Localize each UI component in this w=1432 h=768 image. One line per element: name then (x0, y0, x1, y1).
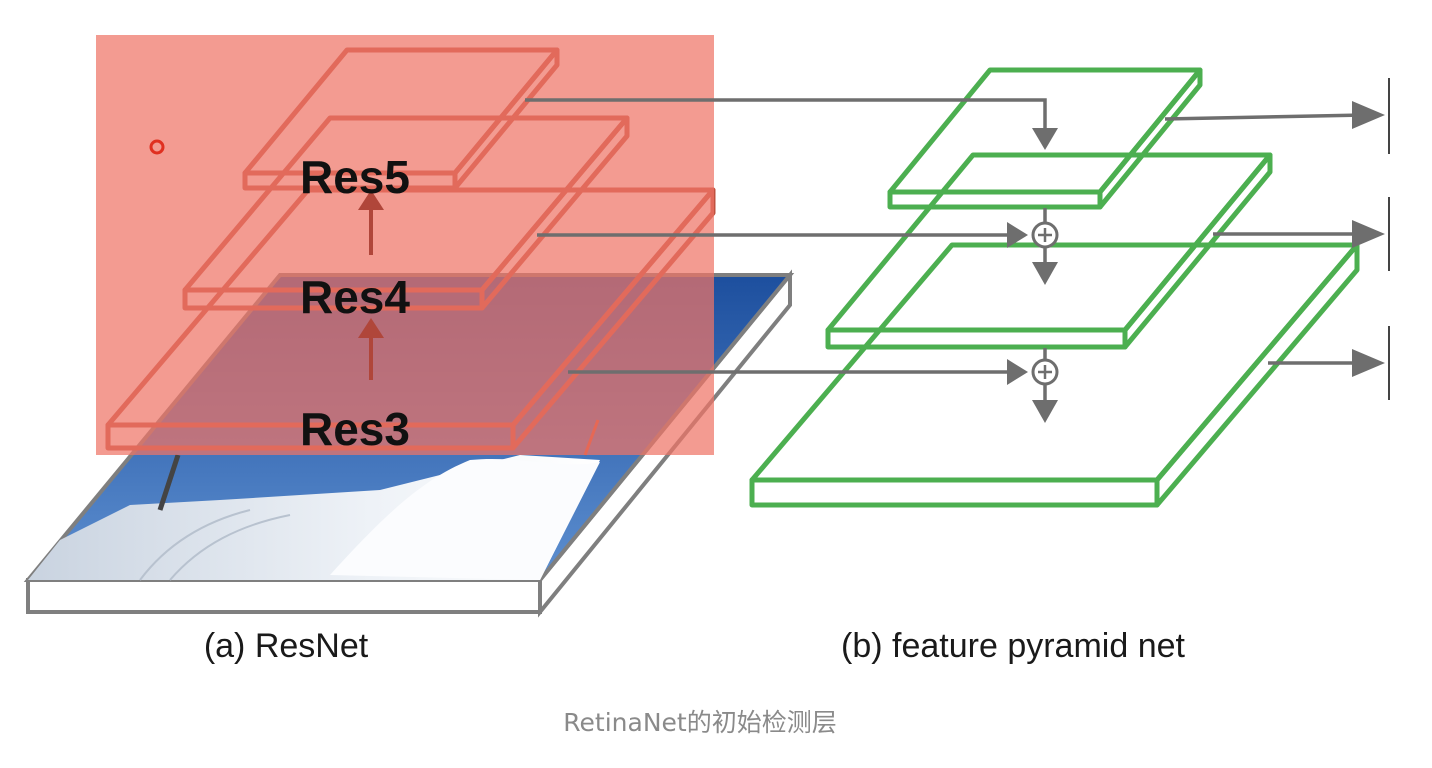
lateral-connection-top (525, 98, 1058, 150)
highlight-overlay (96, 35, 714, 455)
figure-caption: RetinaNet的初始检测层 (563, 708, 836, 737)
output-arrow-middle (1213, 197, 1390, 271)
res5-label: Res5 (300, 151, 410, 203)
output-arrow-bottom (1268, 326, 1390, 400)
merge-node-middle (1031, 221, 1059, 285)
fpn-middle-layer (825, 152, 1273, 350)
fpn-top-layer (887, 67, 1203, 210)
panel-b-label: (b) feature pyramid net (841, 627, 1185, 665)
merge-node-bottom (1031, 348, 1059, 423)
lateral-connection-bottom (568, 359, 1028, 385)
backbone-up-arrow (358, 318, 384, 380)
cursor-marker (149, 139, 165, 155)
res3-label: Res3 (300, 403, 410, 455)
backbone-up-arrow (358, 190, 384, 255)
lateral-connection-middle (537, 222, 1028, 248)
res4-label: Res4 (300, 271, 410, 323)
output-arrow-top (1164, 78, 1390, 154)
panel-a-label: (a) ResNet (204, 627, 369, 665)
